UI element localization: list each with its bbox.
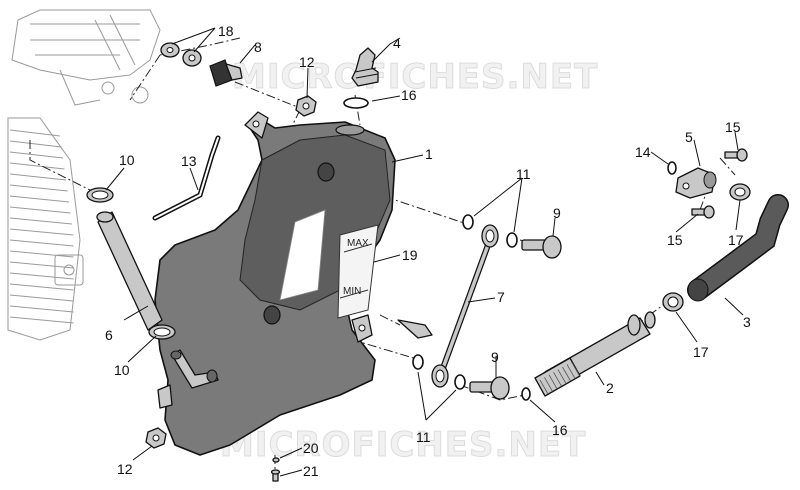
callout-8: 8 xyxy=(254,39,262,55)
callout-17-right: 17 xyxy=(728,232,744,248)
gauge-min-label: MIN xyxy=(343,286,361,297)
callout-12-top: 12 xyxy=(299,54,315,70)
filler-cap-part-4 xyxy=(351,47,379,87)
callouts: 4 8 18 12 16 1 10 13 11 9 19 7 6 10 9 11… xyxy=(105,23,751,479)
callout-20: 20 xyxy=(303,440,319,456)
banjo-bolt-part-9-top xyxy=(521,235,562,259)
nut-part-12-top xyxy=(295,95,317,117)
radiator-fin xyxy=(9,272,74,280)
assembly-lines xyxy=(29,37,736,470)
callout-6: 6 xyxy=(105,327,113,343)
callout-17-bottom: 17 xyxy=(693,344,709,360)
callout-7: 7 xyxy=(497,289,505,305)
clamp-part-10-bottom xyxy=(148,324,176,340)
filter-knurl-line xyxy=(548,374,558,389)
filter-knurl-line xyxy=(557,369,567,384)
callout-18: 18 xyxy=(218,23,234,39)
radiator-fin xyxy=(9,173,67,181)
callout-10-top: 10 xyxy=(119,152,135,168)
leader-lines xyxy=(105,27,744,477)
filter-knurl-line xyxy=(544,377,553,392)
gauge-max-label: MAX xyxy=(347,238,369,249)
radiator-fin xyxy=(9,261,74,269)
o-ring-part-16-top xyxy=(343,97,369,109)
radiator-fin xyxy=(9,162,65,170)
screw-part-21 xyxy=(270,469,281,482)
callout-10-bottom: 10 xyxy=(114,362,130,378)
clamp-part-10-top xyxy=(86,187,114,203)
clamp-part-17-bottom xyxy=(662,292,684,312)
sight-glass-part-19: MAX MIN xyxy=(337,224,379,319)
washer-part-18 xyxy=(160,42,202,67)
radiator-fin xyxy=(9,228,74,236)
watermark-top: MICROFICHES.NET xyxy=(232,57,598,97)
radiator-ghost xyxy=(7,117,84,341)
screw-part-15-top xyxy=(724,148,748,162)
fitting-part-5 xyxy=(675,167,717,199)
callout-15-top: 15 xyxy=(725,119,741,135)
o-ring-part-16-bottom xyxy=(521,387,531,401)
radiator-fin xyxy=(9,239,74,247)
callout-4: 4 xyxy=(393,35,401,51)
clamp-part-17-right xyxy=(729,183,751,201)
washer-part-11 xyxy=(412,214,518,390)
filter-knurl-line xyxy=(553,372,562,387)
hose-part-6-end xyxy=(96,211,114,223)
callout-14: 14 xyxy=(635,144,651,160)
callout-12-bottom: 12 xyxy=(117,461,133,477)
radiator-fin xyxy=(9,140,62,148)
hose-part-3 xyxy=(687,194,789,302)
rubber-mount-part-8 xyxy=(209,59,243,87)
callout-9-top: 9 xyxy=(553,205,561,221)
callout-16-bottom: 16 xyxy=(552,422,568,438)
callout-11-bottom: 11 xyxy=(416,429,431,445)
washer-part-20 xyxy=(272,457,280,463)
radiator-fin xyxy=(9,316,74,324)
screw-part-15-bottom xyxy=(691,205,715,219)
radiator-fin xyxy=(9,283,74,291)
filter-part-2 xyxy=(534,311,656,397)
radiator-fin xyxy=(9,206,71,214)
radiator-fin xyxy=(9,184,68,192)
frame-ghost xyxy=(11,9,161,106)
radiator-fin xyxy=(9,195,70,203)
filter-knurl-line xyxy=(571,361,580,376)
radiator-fin xyxy=(9,294,74,302)
callout-16-top: 16 xyxy=(401,87,417,103)
filter-knurl-line xyxy=(539,379,549,395)
callout-9-bottom: 9 xyxy=(491,349,499,365)
radiator-fin xyxy=(9,250,74,258)
filter-knurl-line xyxy=(566,364,576,379)
nut-part-12-bottom xyxy=(145,427,167,449)
radiator-fin xyxy=(9,305,74,313)
callout-21: 21 xyxy=(303,463,319,479)
radiator-fin xyxy=(9,129,61,137)
callout-3: 3 xyxy=(743,314,751,330)
hose-part-6 xyxy=(97,211,163,331)
banjo-bolt-part-9-bottom xyxy=(469,376,510,400)
radiator-fin xyxy=(9,217,73,225)
filter-knurl-line xyxy=(562,366,571,382)
watermark-bottom: MICROFICHES.NET xyxy=(220,425,586,465)
callout-19: 19 xyxy=(402,247,418,263)
callout-2: 2 xyxy=(606,380,614,396)
o-ring-part-14 xyxy=(667,161,677,175)
callout-1: 1 xyxy=(425,146,433,162)
callout-13: 13 xyxy=(181,153,197,169)
callout-15-bottom: 15 xyxy=(667,232,683,248)
callout-11-top: 11 xyxy=(516,166,531,182)
radiator-fin xyxy=(9,151,64,159)
strip-part-13 xyxy=(152,135,221,221)
pipe-part-7 xyxy=(397,224,499,388)
callout-5: 5 xyxy=(685,129,693,145)
